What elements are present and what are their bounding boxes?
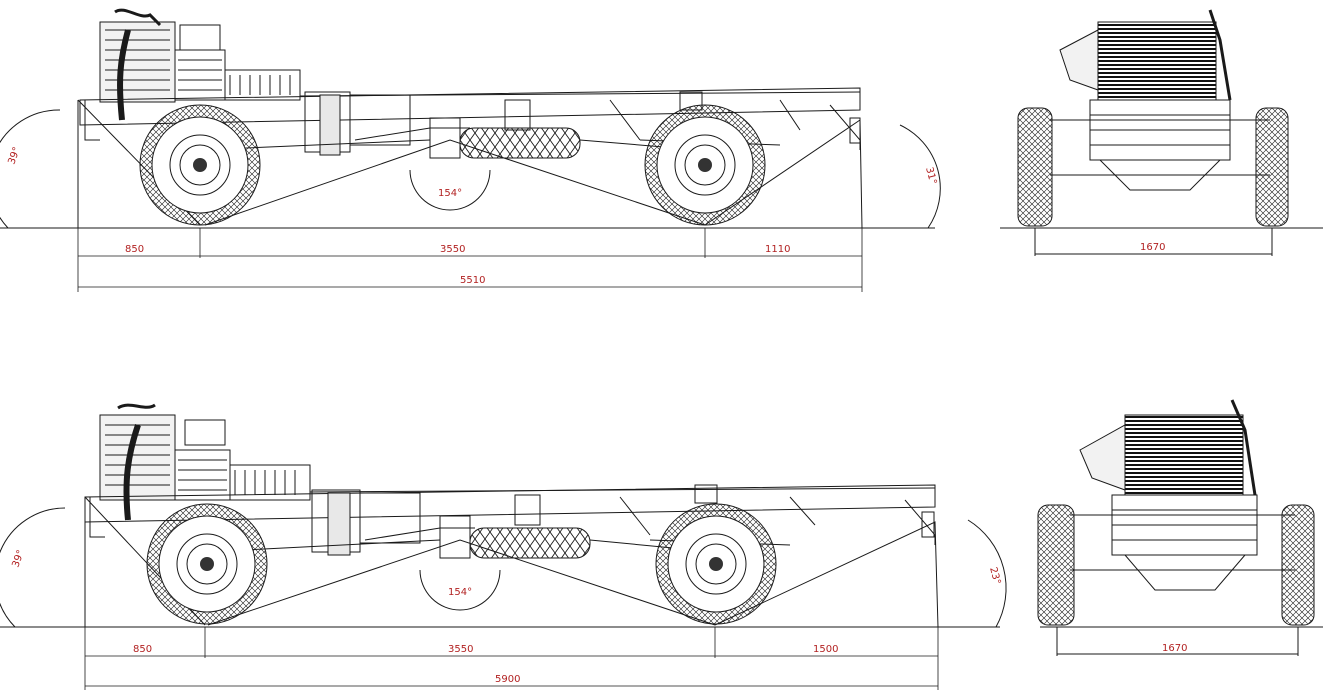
approach-angle-label-bottom: 39° bbox=[10, 549, 26, 569]
front-wheel bbox=[139, 104, 261, 226]
track-width-label-bottom: 1670 bbox=[1162, 643, 1187, 654]
side-view-bottom: 39° 154° 23° 850 3550 15 bbox=[0, 403, 1007, 690]
dimensions bbox=[77, 228, 863, 292]
breakover-arc-bottom bbox=[419, 569, 501, 611]
approach-arc-bottom bbox=[0, 507, 66, 628]
frame-rail bbox=[79, 87, 861, 156]
breakover-angle-label: 154° bbox=[438, 188, 462, 199]
frame-rail-bottom bbox=[84, 484, 936, 556]
rear-wheel bbox=[644, 104, 766, 226]
front-overhang-label: 850 bbox=[125, 244, 144, 255]
rear-overhang-label: 1110 bbox=[765, 244, 790, 255]
wheelbase-label-bottom: 3550 bbox=[448, 644, 473, 655]
front-view-bottom bbox=[1037, 399, 1323, 656]
departure-angle-label-bottom: 23° bbox=[987, 566, 1002, 586]
overall-length-label: 5510 bbox=[460, 275, 485, 286]
driveshaft-assembly bbox=[354, 117, 701, 159]
dimensions-bottom bbox=[84, 627, 939, 690]
side-view-top: 39° 154° 31° bbox=[0, 8, 941, 292]
overall-length-label-bottom: 5900 bbox=[495, 674, 520, 685]
approach-arc bbox=[0, 109, 61, 229]
departure-arc bbox=[899, 124, 941, 229]
departure-angle-label: 31° bbox=[923, 166, 938, 186]
rear-overhang-label-bottom: 1500 bbox=[813, 644, 838, 655]
breakover-angle-label-bottom: 154° bbox=[448, 587, 472, 598]
wheelbase-label: 3550 bbox=[440, 244, 465, 255]
departure-arc-bottom bbox=[967, 519, 1007, 628]
front-overhang-label-bottom: 850 bbox=[133, 644, 152, 655]
rear-wheel-bottom bbox=[655, 503, 777, 625]
breakover-arc bbox=[409, 169, 491, 211]
front-wheel-bottom bbox=[146, 503, 268, 625]
engine-block-bottom bbox=[99, 403, 311, 521]
track-width-label-top: 1670 bbox=[1140, 242, 1165, 253]
approach-angle-label: 39° bbox=[6, 146, 22, 166]
engine-block bbox=[99, 8, 301, 121]
front-view-top bbox=[1000, 9, 1323, 256]
